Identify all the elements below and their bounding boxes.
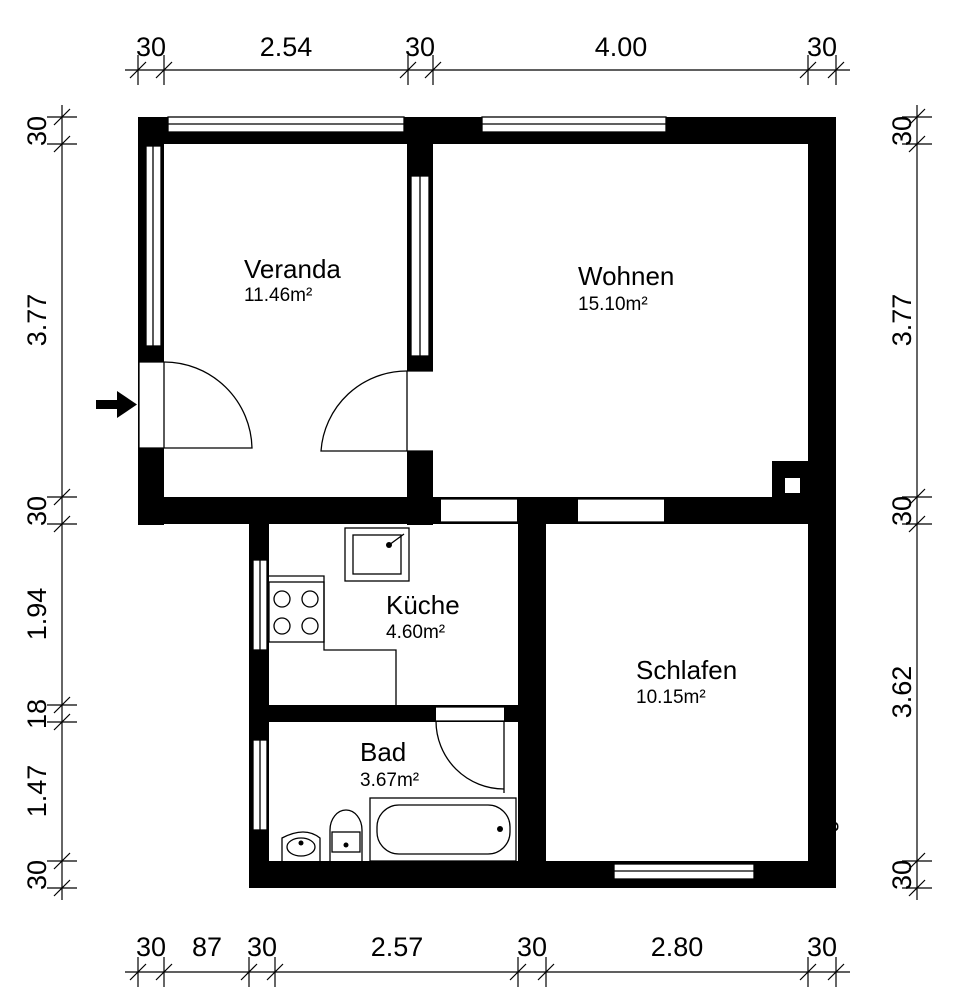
room-area-veranda: 11.46m² (244, 285, 312, 306)
dim-bottom-2: 87 (192, 932, 222, 962)
dim-left-1: 30 (22, 116, 52, 146)
bathtub-icon (369, 797, 517, 862)
room-area-kueche: 4.60m² (386, 622, 445, 643)
watermark: www.grundriss.com (814, 694, 839, 886)
arrow-right-icon (96, 391, 137, 418)
dimension-lines (47, 55, 932, 987)
stove-icon (268, 581, 325, 643)
dim-right-3: 30 (887, 496, 917, 526)
kitchen-sink-icon (344, 527, 410, 582)
dim-bottom-6: 2.80 (651, 932, 704, 962)
toilet-icon (329, 809, 363, 861)
entrance-door[interactable] (163, 361, 253, 449)
room-area-wohnen: 15.10m² (578, 294, 648, 315)
room-name-veranda: Veranda (244, 254, 341, 284)
dim-right-5: 30 (887, 860, 917, 890)
dim-left-6: 1.47 (22, 765, 52, 818)
dim-bottom-7: 30 (807, 932, 837, 962)
room-area-schlafen: 10.15m² (636, 687, 706, 708)
dim-left-3: 30 (22, 496, 52, 526)
fixtures (268, 527, 517, 862)
dim-right-2: 3.77 (887, 294, 917, 347)
dim-bottom-3: 30 (247, 932, 277, 962)
dim-bottom-5: 30 (517, 932, 547, 962)
room-name-schlafen: Schlafen (636, 655, 737, 685)
dimension-labels-right: 30 3.77 30 3.62 30 (887, 116, 917, 890)
room-name-bad: Bad (360, 737, 406, 767)
veranda-wohnen-door[interactable] (320, 370, 408, 452)
dim-right-1: 30 (887, 116, 917, 146)
dim-top-2: 2.54 (260, 32, 313, 62)
dim-left-5: 18 (22, 699, 52, 729)
dim-bottom-4: 2.57 (371, 932, 424, 962)
dim-top-3: 30 (405, 32, 435, 62)
dim-right-4: 3.62 (887, 666, 917, 719)
room-name-wohnen: Wohnen (578, 261, 674, 291)
room-area-bad: 3.67m² (360, 770, 419, 791)
dim-top-4: 4.00 (595, 32, 648, 62)
room-labels: Veranda 11.46m² Wohnen 15.10m² Küche 4.6… (244, 254, 737, 791)
dimension-labels-top: 30 2.54 30 4.00 30 (136, 32, 837, 62)
openings (96, 116, 755, 880)
dim-left-4: 1.94 (22, 588, 52, 641)
room-name-kueche: Küche (386, 590, 460, 620)
bad-door[interactable] (435, 720, 505, 793)
washbasin-icon (281, 831, 321, 861)
dim-top-5: 30 (807, 32, 837, 62)
dim-top-1: 30 (136, 32, 166, 62)
dimension-labels-left: 30 3.77 30 1.94 18 1.47 30 (22, 116, 52, 890)
dim-left-7: 30 (22, 860, 52, 890)
dimension-labels-bottom: 30 87 30 2.57 30 2.80 30 (136, 932, 837, 962)
dim-left-2: 3.77 (22, 294, 52, 347)
dim-bottom-1: 30 (136, 932, 166, 962)
